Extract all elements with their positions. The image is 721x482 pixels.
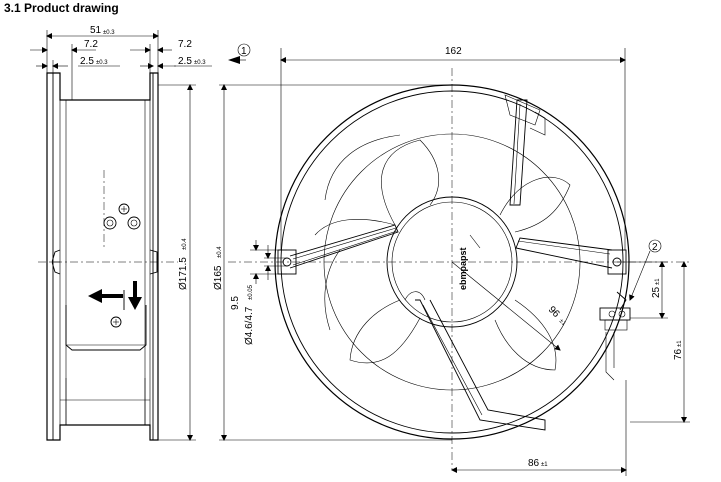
cable-gland: [599, 291, 631, 381]
dim-cable-exit-tol: ±1: [655, 278, 661, 285]
dim-left-lip: 2.5: [80, 56, 94, 67]
brand-label: ebmpapst: [458, 247, 468, 290]
dim-width-51: 51: [90, 25, 102, 36]
dim-cable-offset-tol: ±1: [541, 462, 548, 468]
support-struts: [289, 99, 613, 431]
dim-hole-circle-tol: ±0.4: [217, 246, 223, 258]
rotation-arrow-icon: [128, 281, 142, 310]
drawing-title: 3.1 Product drawing: [4, 1, 119, 15]
dim-right-flange: 7.2: [178, 39, 192, 50]
svg-text:2: 2: [652, 242, 658, 253]
view-direction-arrow-icon: [228, 56, 240, 64]
dim-cable-height: 76: [673, 348, 684, 360]
dim-cable-exit: 25: [651, 286, 662, 298]
dim-hole-diameter-tol: ±0.05: [248, 284, 254, 300]
fan-blades: [314, 134, 571, 371]
dim-cable-height-tol: ±1: [677, 340, 683, 347]
dim-right-lip: 2.5: [178, 56, 192, 67]
dim-overall-width: 162: [445, 46, 462, 57]
dim-hole-diameter: Ø4.6/4.7: [244, 306, 255, 345]
dim-hole-circle: Ø165: [213, 265, 224, 290]
side-view-housing: [46, 72, 159, 441]
side-view: 51 ±0.3 7.2 2.5 ±0.3 7.2 2.5 ±0.3 Ø171.5…: [30, 25, 212, 441]
view-marker-2: 2: [629, 239, 662, 301]
front-view: ebmpapst 162 Ø165 ±0.4 9.5 Ø4.6/4.7 ±0.0…: [213, 46, 690, 476]
dim-width-51-tol: ±0.3: [103, 30, 115, 36]
dim-side-diameter: Ø171.5: [178, 257, 189, 290]
dim-right-lip-tol: ±0.3: [194, 60, 206, 66]
svg-text:1: 1: [241, 46, 247, 57]
dim-offset: 9.5: [230, 296, 241, 310]
terminal-box: [65, 305, 147, 351]
view-marker-1: 1: [228, 43, 251, 64]
dim-radius-tol: ±1: [558, 318, 567, 327]
airflow-arrow-icon: [88, 289, 123, 303]
side-hub-left: [51, 249, 61, 275]
terminal-screws: [103, 203, 141, 230]
dim-left-flange: 7.2: [84, 39, 98, 50]
radius-leader: [451, 261, 561, 351]
dim-side-diameter-tol: ±0.4: [182, 238, 188, 250]
dim-cable-offset: 86: [528, 458, 540, 469]
dim-radius: 96: [546, 304, 562, 320]
ground-screw-icon: [110, 316, 122, 328]
dim-left-lip-tol: ±0.3: [96, 60, 108, 66]
